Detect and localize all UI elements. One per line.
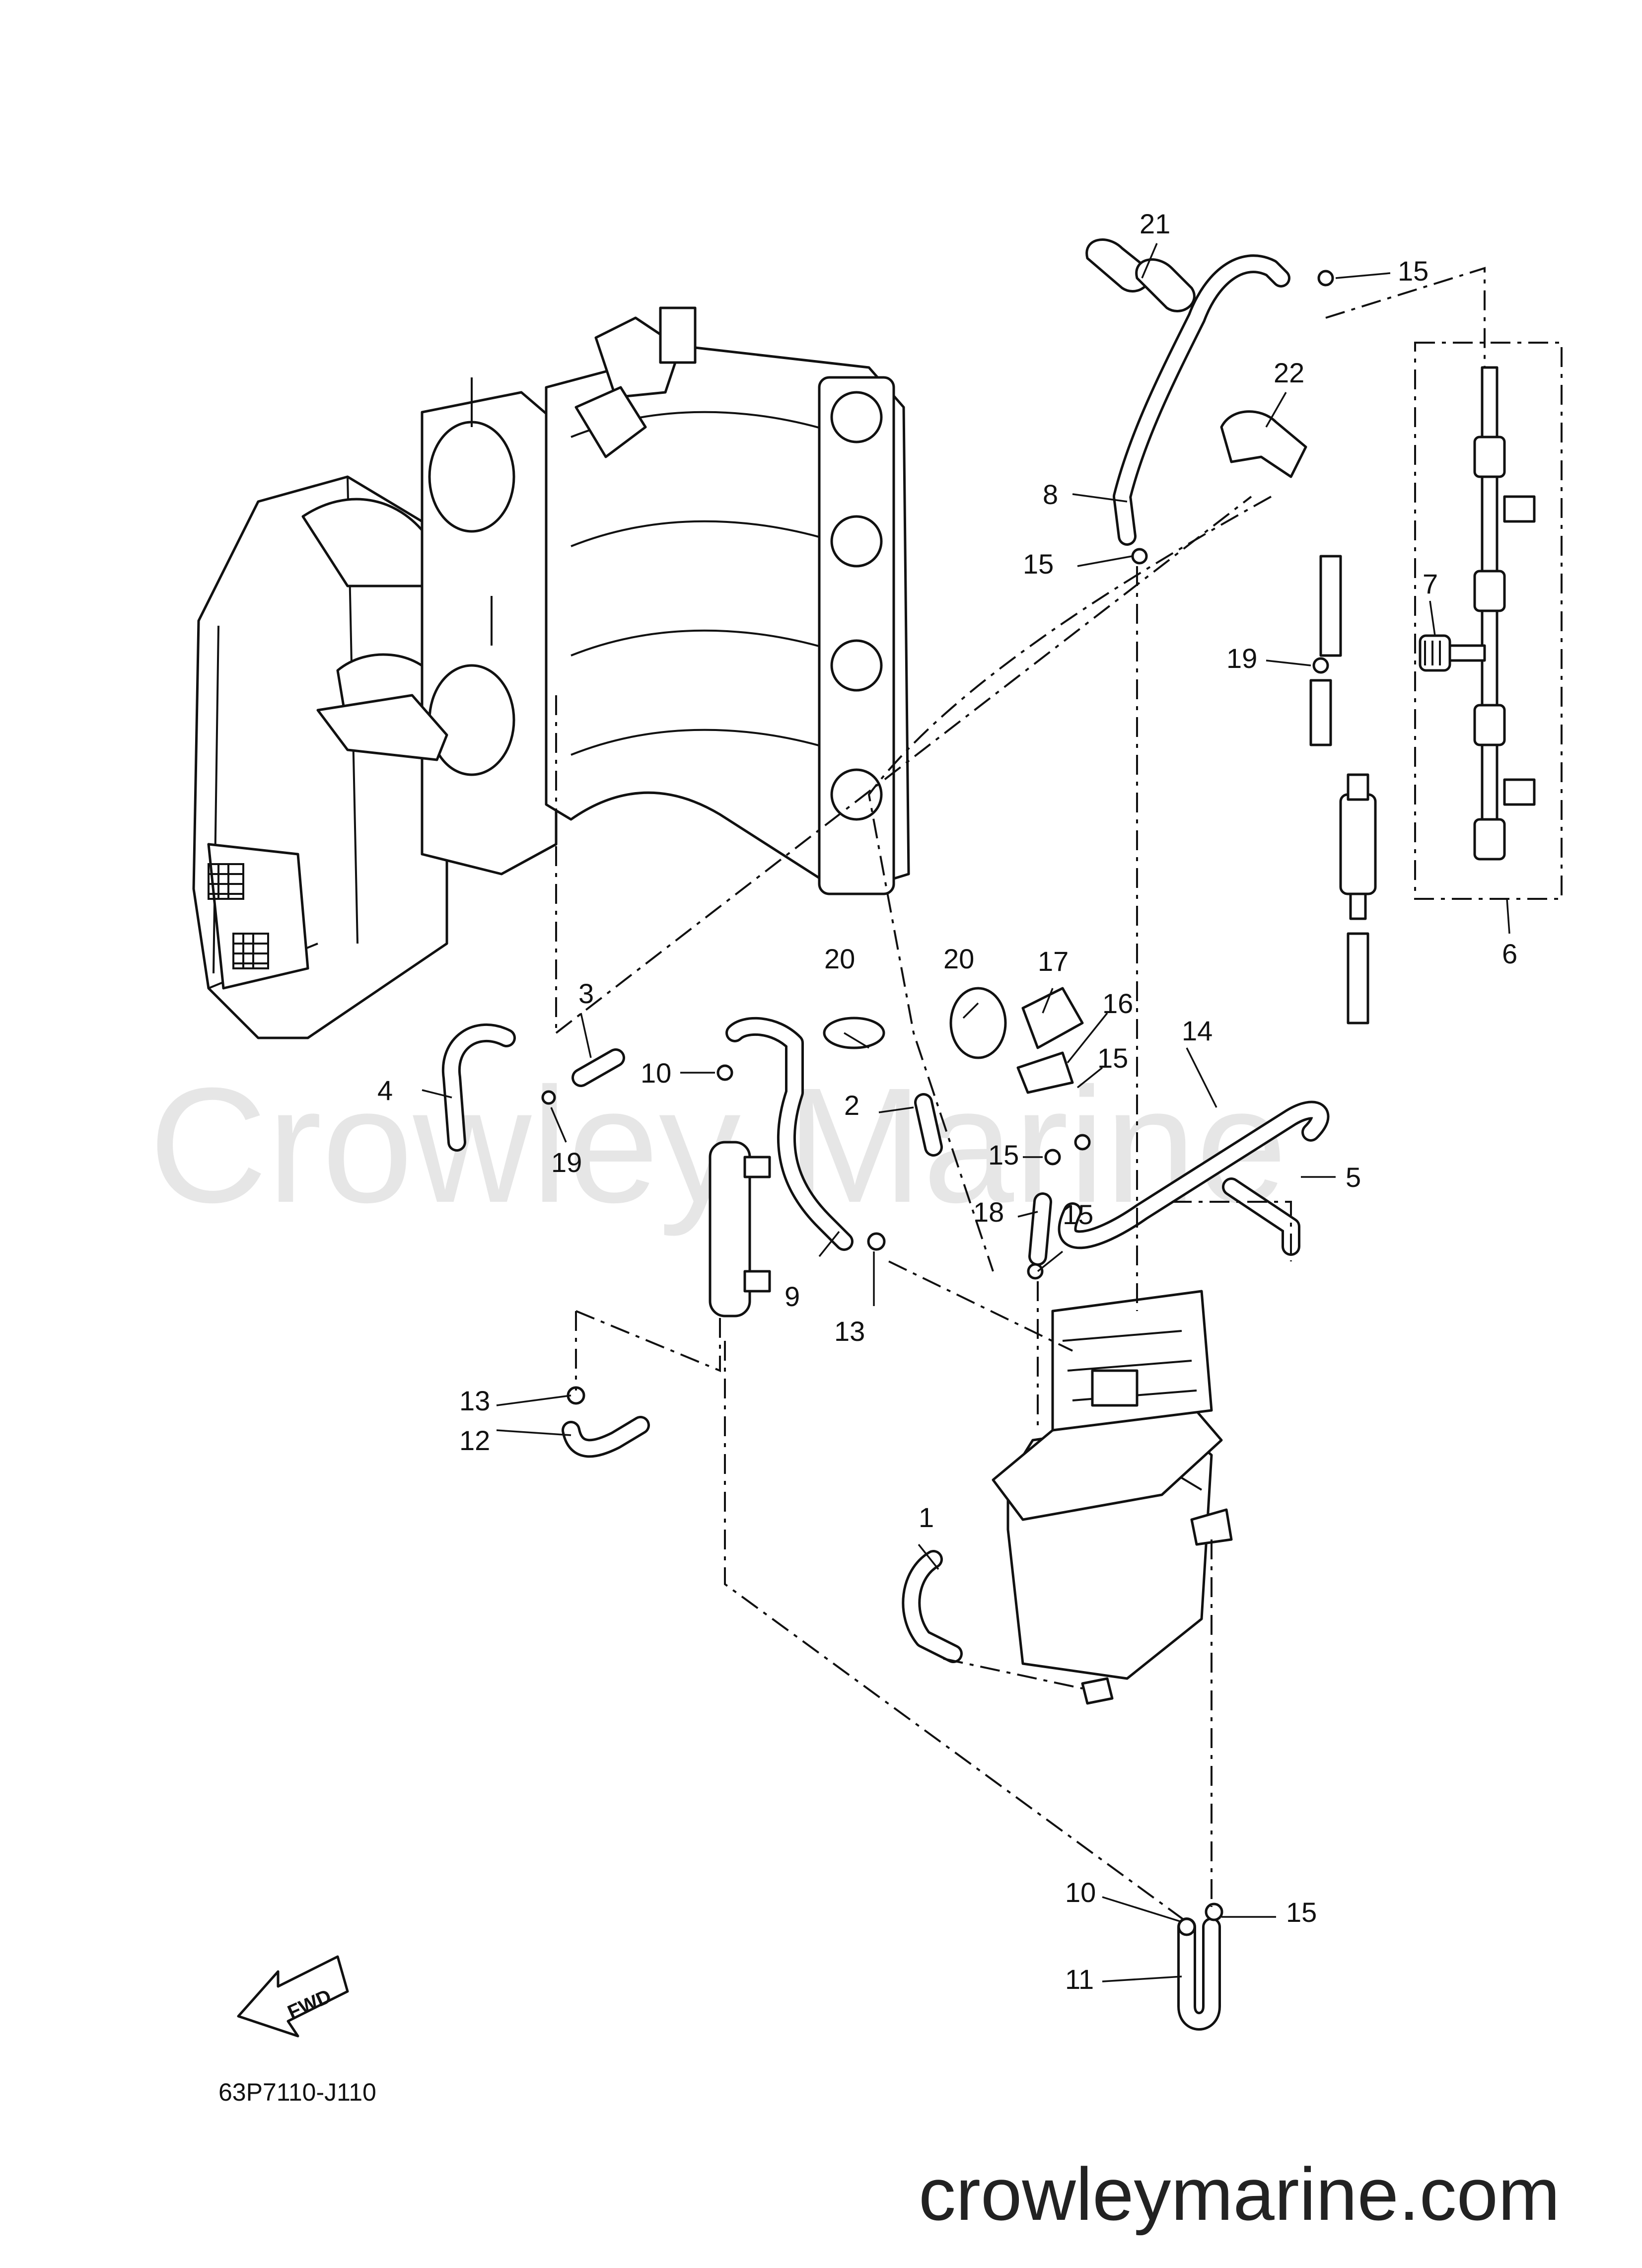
callout-19-left: 19 (551, 1147, 582, 1178)
callout-10-upper: 10 (641, 1057, 671, 1089)
diagram-code: 63P7110-J110 (218, 2078, 376, 2106)
fuel-rail (1448, 366, 1536, 861)
callout-6: 6 (1502, 938, 1517, 969)
callout-2: 2 (844, 1090, 859, 1121)
vent-mesh-top (208, 863, 244, 900)
callout-labels: 21 15 22 8 15 7 19 6 3 4 19 10 20 20 17 … (377, 208, 1517, 1995)
callout-14: 14 (1182, 1015, 1213, 1046)
callout-18: 18 (973, 1196, 1004, 1228)
hose-clip-22 (1220, 410, 1307, 478)
fuel-rail-outline (1414, 342, 1563, 900)
callout-15-lower: 15 (1063, 1199, 1093, 1230)
callout-9: 9 (785, 1281, 800, 1312)
hose-clamp-20a (823, 1017, 885, 1049)
vapor-separator-tank (992, 1290, 1233, 1705)
water-separator (709, 1141, 771, 1317)
callout-15-connector: 15 (1097, 1042, 1128, 1074)
callout-20-left: 20 (824, 943, 855, 974)
leader-lines (422, 243, 1510, 1982)
callout-17: 17 (1038, 946, 1069, 977)
connector-16 (1016, 1051, 1074, 1094)
callout-13-right: 13 (834, 1316, 865, 1347)
callout-20-right: 20 (943, 943, 974, 974)
callout-15-hose8: 15 (1023, 548, 1054, 580)
callout-10-lower: 10 (1065, 1877, 1096, 1908)
callout-16: 16 (1102, 988, 1133, 1019)
intake-manifold-assembly (192, 306, 910, 1039)
callout-4: 4 (377, 1075, 393, 1106)
callout-1: 1 (919, 1502, 934, 1533)
hoses (441, 254, 1330, 2031)
callout-22: 22 (1274, 357, 1304, 388)
callout-21: 21 (1140, 208, 1170, 239)
assembly-lines (555, 267, 1486, 1923)
callout-15-mid: 15 (988, 1139, 1019, 1171)
callout-3: 3 (578, 978, 594, 1009)
callout-11: 11 (1065, 1964, 1094, 1995)
fuel-filter (1309, 555, 1377, 1024)
connector-17 (1021, 987, 1084, 1049)
vent-mesh-bottom (232, 933, 269, 969)
callout-7: 7 (1423, 568, 1438, 599)
hose-clip-21 (1085, 238, 1196, 312)
callout-5: 5 (1346, 1162, 1361, 1193)
hose-clamp-20b (949, 987, 1007, 1059)
callout-19-filter: 19 (1226, 643, 1257, 674)
callout-12: 12 (459, 1425, 490, 1456)
callout-15-bottom: 15 (1286, 1897, 1317, 1928)
callout-15-top: 15 (1398, 255, 1428, 287)
fwd-arrow-icon: FWD (237, 1955, 349, 2038)
website-footer: crowleymarine.com (919, 2152, 1560, 2236)
callout-13-left: 13 (459, 1385, 490, 1416)
callout-8: 8 (1043, 479, 1058, 510)
pressure-regulator (1419, 634, 1451, 672)
